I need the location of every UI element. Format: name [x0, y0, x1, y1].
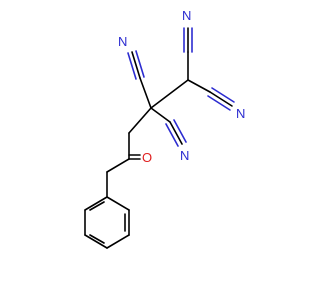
- ring-double-bond: [89, 201, 105, 211]
- ring-bond: [106, 234, 130, 249]
- nitrile-bond: [207, 95, 231, 111]
- chain-bond: [139, 77, 152, 109]
- atom-n4: N: [180, 148, 189, 163]
- ring-bond: [84, 234, 108, 249]
- nitrile-bond: [135, 50, 145, 78]
- chain-bond: [128, 107, 152, 134]
- nitrile-bond: [173, 119, 187, 143]
- ring-bond: [84, 196, 108, 211]
- ring-double-bond: [89, 234, 105, 244]
- atom-o1: O: [142, 150, 152, 165]
- ring-bond: [106, 196, 130, 211]
- atom-n2: N: [182, 8, 191, 23]
- nitrile-bond: [211, 87, 235, 103]
- bond-lines: [84, 51, 211, 249]
- molecule-structure: N N N N O: [84, 8, 245, 249]
- chain-bond: [106, 158, 130, 173]
- chain-bond: [150, 107, 171, 123]
- nitrile-bond: [209, 91, 233, 107]
- chain-bond: [150, 79, 189, 109]
- atom-labels: N N N N O: [118, 8, 245, 165]
- atom-n3: N: [236, 106, 245, 121]
- nitrile-triple-bonds: [127, 27, 235, 147]
- chain-bond: [187, 79, 211, 93]
- atom-n1: N: [118, 34, 127, 49]
- nitrile-bond: [127, 52, 137, 80]
- nitrile-bond: [169, 121, 183, 145]
- nitrile-bond: [131, 51, 141, 79]
- nitrile-bond: [165, 123, 179, 147]
